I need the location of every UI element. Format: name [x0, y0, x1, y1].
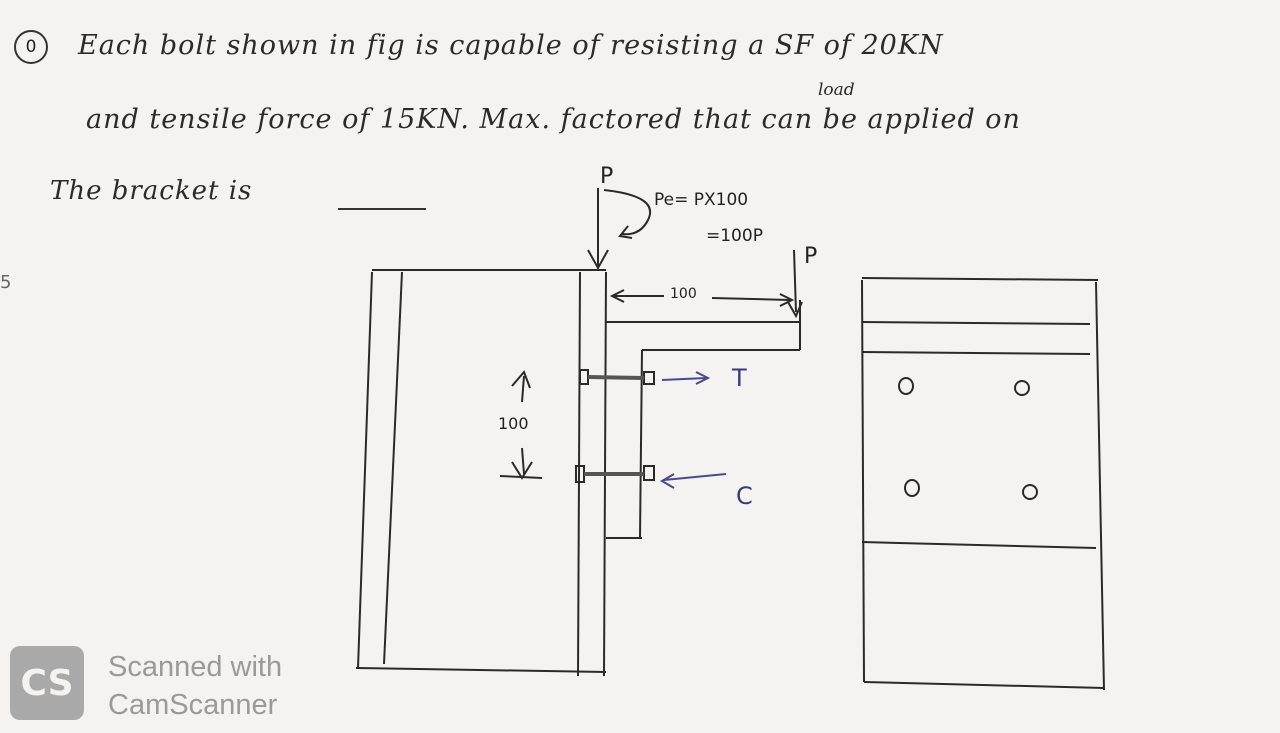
bolt-hole-2 [1014, 380, 1030, 396]
moment-equation-line-2: =100P [706, 226, 763, 246]
side-view-plate-line-1 [861, 321, 1091, 325]
question-superscript: load [818, 80, 855, 100]
moment-arc [603, 189, 651, 236]
spacing-arrow-upper-head [511, 370, 531, 389]
spacing-arrow-upper-shaft [521, 375, 525, 403]
side-view-plate-line-3 [861, 541, 1097, 549]
column-left-flange-outer [357, 271, 373, 669]
tension-arrow-shaft [661, 377, 707, 381]
bracket-web-line [639, 349, 643, 539]
question-line-1: Each bolt shown in fig is capable of res… [78, 30, 944, 61]
answer-blank [338, 208, 426, 210]
bolt-bottom-nut [643, 465, 655, 481]
margin-mark: 5 [0, 272, 12, 293]
side-view-plate-line-2 [861, 351, 1091, 355]
column-right-flange-inner [577, 271, 581, 677]
spacing-tick-lower [499, 475, 543, 479]
side-view-bottom [863, 681, 1105, 689]
bolt-top-head [579, 369, 589, 385]
load-arrow-head [587, 249, 609, 271]
camscanner-logo-text: CS [20, 662, 74, 704]
spacing-arrow-lower-shaft [521, 447, 525, 475]
bolt-hole-3 [904, 479, 920, 497]
load-label-top: P [600, 164, 614, 189]
side-view-top [861, 277, 1099, 281]
right-load-arrow-head [787, 301, 803, 319]
compression-label: C [736, 482, 753, 510]
bolt-top-nut [643, 371, 655, 385]
compression-arrow-head [660, 473, 675, 489]
side-view-left [861, 279, 865, 683]
bolt-hole-1 [898, 377, 914, 395]
dimension-arrow-right [779, 293, 795, 307]
question-line-2: and tensile force of 15KN. Max. factored… [86, 104, 1021, 135]
dimension-line-right [711, 297, 791, 301]
eccentricity-dimension: 100 [670, 286, 697, 302]
camscanner-watermark: Scanned with CamScanner [108, 648, 282, 724]
side-view-right [1095, 281, 1105, 691]
compression-arrow-shaft [663, 473, 727, 481]
bolt-top-shank [587, 375, 645, 380]
dimension-arrow-left [609, 289, 625, 303]
column-left-flange-inner [383, 271, 403, 665]
moment-equation-line-1: Pe= PX100 [654, 190, 749, 210]
moment-arc-head [618, 225, 633, 239]
watermark-line-1: Scanned with [108, 651, 283, 683]
bolt-spacing-dimension: 100 [498, 414, 529, 433]
question-line-3: The bracket is [50, 176, 253, 206]
question-number: 0 [25, 37, 37, 57]
load-label-right: P [804, 244, 818, 269]
watermark-line-2: CamScanner [108, 689, 278, 721]
tension-arrow-head [695, 371, 711, 385]
tension-label: T [732, 364, 747, 392]
question-number-badge: 0 [14, 30, 48, 64]
bolt-hole-4 [1022, 484, 1038, 500]
spacing-arrow-lower-head [511, 461, 533, 480]
right-load-arrow-shaft [793, 249, 797, 313]
column-bottom-edge [355, 667, 607, 673]
camscanner-logo: CS [10, 646, 84, 720]
